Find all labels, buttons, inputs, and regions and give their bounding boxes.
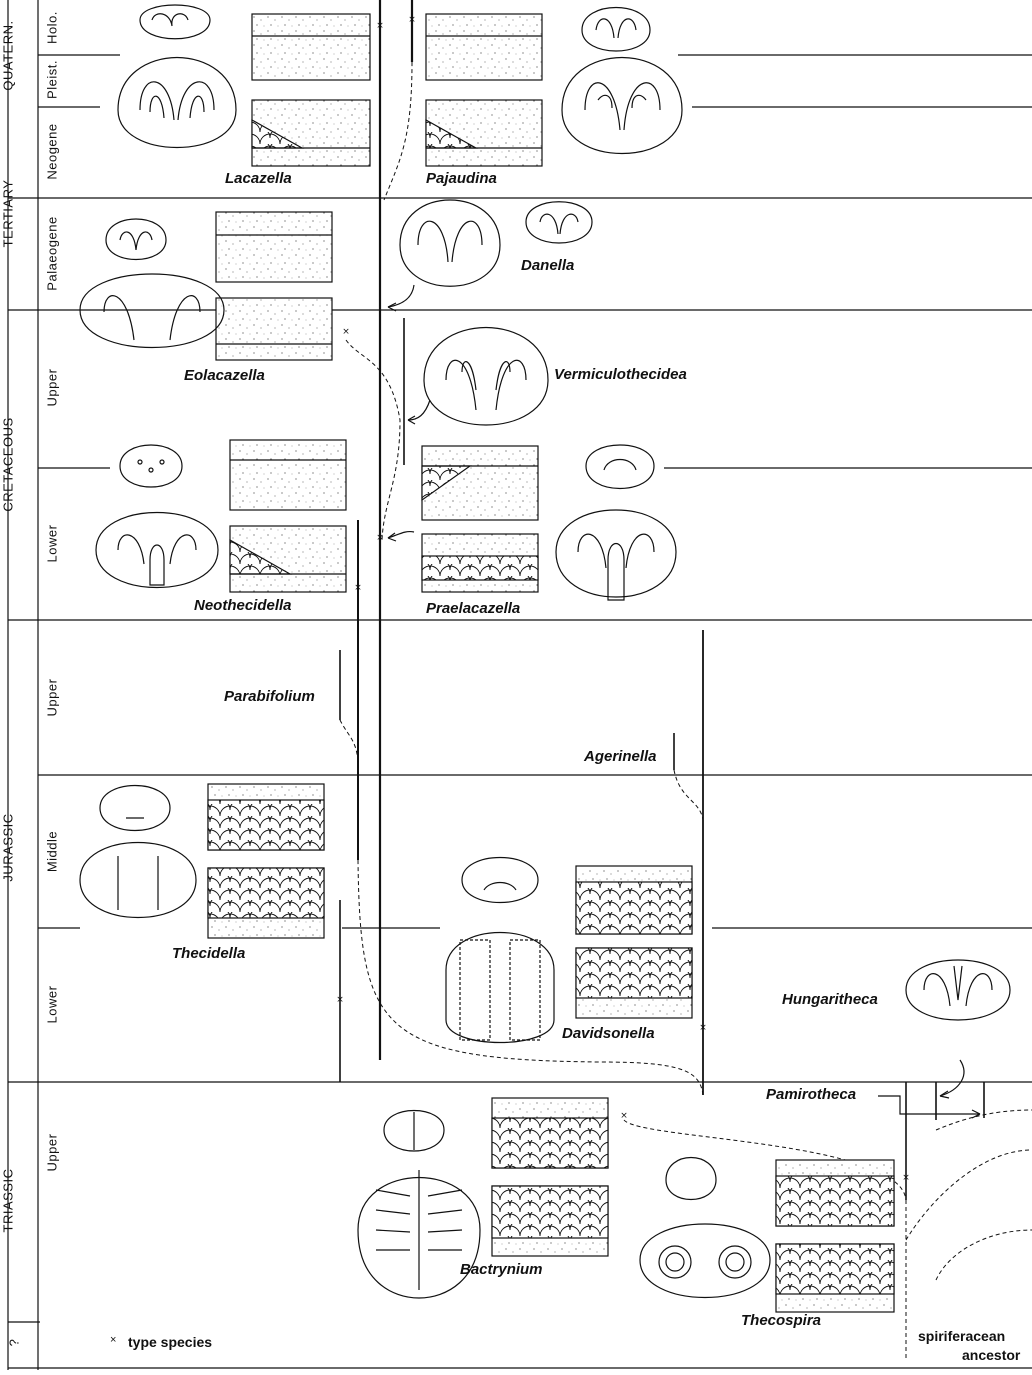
praelacazella-large-shell [556, 510, 676, 600]
series-label-pleist: Pleist. [45, 56, 60, 104]
system-label-triassic: TRIASSIC [1, 1163, 16, 1239]
series-label-jurassic-lower: Lower [45, 979, 60, 1031]
davidsonella-large-shell [446, 933, 554, 1043]
pajaudina-small-shell [582, 8, 650, 52]
eolacazella-large-shell [80, 274, 224, 348]
genus-label-lacazella: Lacazella [225, 170, 292, 187]
legend-marker: × [110, 1334, 116, 1346]
vermiculothecidea-shell [424, 328, 548, 426]
svg-text:×: × [699, 1023, 707, 1033]
series-label-jurassic-upper: Upper [45, 672, 60, 724]
svg-text:×: × [620, 1111, 628, 1121]
genus-label-davidsonella: Davidsonella [562, 1025, 655, 1042]
svg-text:×: × [354, 583, 362, 593]
svg-text:×: × [336, 995, 344, 1005]
genus-label-pajaudina: Pajaudina [426, 170, 497, 187]
hungaritheca-shell [906, 960, 1010, 1020]
system-label-unknown: ? [7, 1333, 22, 1353]
system-label-jurassic: JURASSIC [1, 804, 16, 892]
series-label-holo: Holo. [45, 8, 60, 48]
bactrynium-small-shell [384, 1111, 444, 1152]
danella-small-shell [526, 202, 592, 243]
ancestor-label-line1: spiriferacean [918, 1328, 1005, 1344]
thecospira-large-shell [640, 1224, 770, 1298]
danella-large-shell [400, 200, 500, 286]
genus-label-eolacazella: Eolacazella [184, 367, 265, 384]
thecidella-small-shell [100, 786, 170, 831]
genus-label-agerinella: Agerinella [584, 748, 657, 765]
praelacazella-small-shell [586, 445, 654, 489]
svg-text:×: × [902, 1173, 910, 1183]
series-label-neogene: Neogene [45, 120, 60, 184]
neothecidella-small-shell [120, 445, 182, 487]
genus-label-pamirotheca: Pamirotheca [766, 1086, 856, 1103]
genus-label-neothecidella: Neothecidella [194, 597, 292, 614]
system-label-cretaceous: CRETACEOUS [1, 411, 16, 519]
stratigraphic-blocks [208, 14, 894, 1312]
series-label-palaeogene: Palaeogene [45, 212, 60, 296]
thecospira-small-shell [666, 1158, 716, 1200]
genus-label-hungaritheca: Hungaritheca [782, 991, 878, 1008]
ancestry-dashes [340, 62, 1032, 1360]
series-label-jurassic-middle: Middle [45, 824, 60, 880]
davidsonella-small-shell [462, 858, 538, 903]
pajaudina-large-shell [562, 58, 682, 154]
neothecidella-large-shell [96, 513, 218, 588]
ancestor-label-line2: ancestor [962, 1347, 1020, 1363]
svg-text:×: × [342, 327, 350, 337]
svg-text:×: × [376, 533, 384, 543]
genus-label-praelacazella: Praelacazella [426, 600, 520, 617]
legend-type-species: type species [128, 1334, 212, 1350]
genus-label-bactrynium: Bactrynium [460, 1261, 543, 1278]
genus-label-parabifolium: Parabifolium [224, 688, 315, 705]
thecidella-large-shell [80, 843, 196, 918]
lacazella-small-shell [140, 5, 210, 39]
series-label-cretaceous-lower: Lower [45, 518, 60, 570]
bactrynium-large-shell [358, 1170, 480, 1298]
genus-label-vermiculothecidea: Vermiculothecidea [554, 366, 687, 383]
series-label-triassic-upper: Upper [45, 1127, 60, 1179]
genus-label-danella: Danella [521, 257, 574, 274]
svg-text:×: × [376, 21, 384, 31]
series-label-cretaceous-upper: Upper [45, 362, 60, 414]
system-label-quatern: QUATERN. [1, 18, 16, 94]
lacazella-large-shell [118, 58, 236, 148]
system-label-tertiary: TERTIARY [1, 170, 16, 258]
eolacazella-small-shell [106, 219, 166, 260]
svg-text:×: × [408, 15, 416, 25]
genus-label-thecospira: Thecospira [741, 1312, 821, 1329]
genus-label-thecidella: Thecidella [172, 945, 245, 962]
